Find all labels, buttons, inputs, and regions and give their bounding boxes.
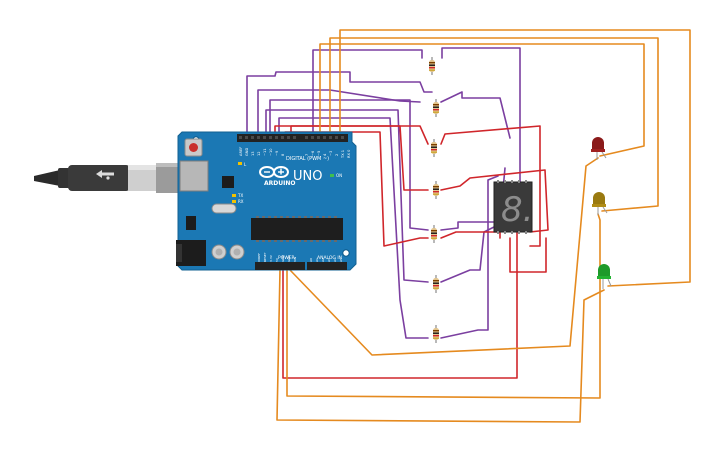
pin-label: TX 1 — [341, 150, 345, 159]
wire-orange[interactable] — [329, 37, 659, 212]
wire-red[interactable] — [440, 125, 541, 247]
wire-purple[interactable] — [265, 109, 429, 283]
resistor[interactable] — [429, 57, 435, 75]
pin-label: ~5 — [317, 151, 321, 156]
led-rx-label: RX — [238, 199, 244, 204]
board-brand: ARDUINO — [264, 180, 295, 187]
resistor[interactable] — [433, 325, 439, 343]
analog-label: ANALOG IN — [317, 255, 342, 261]
pin-label: 3.3V — [269, 254, 273, 262]
pin-label: GND — [287, 254, 291, 262]
led-l-label: L — [244, 162, 247, 167]
pin-label: A4 — [333, 258, 337, 262]
reset-button-icon[interactable] — [184, 138, 203, 157]
resistors — [429, 57, 439, 343]
pin-label: IOREF — [257, 253, 261, 262]
wire-orange[interactable] — [276, 269, 605, 423]
usb-cable-icon — [34, 163, 184, 193]
wire-orange[interactable] — [289, 157, 599, 356]
wire-orange[interactable] — [339, 29, 691, 287]
resistor[interactable] — [433, 275, 439, 293]
arduino-uno-board[interactable]: AREF GND 13 12 ~11 ~10 ~9 8 7 ~6 ~5 4 ~3… — [176, 131, 357, 271]
wires — [246, 29, 691, 423]
led-l — [238, 162, 242, 165]
pin-label: GND — [245, 148, 249, 156]
pin-label: 8 — [281, 153, 285, 156]
wire-orange[interactable] — [319, 43, 645, 157]
led-on — [330, 174, 334, 177]
pin-label: 7 — [305, 154, 309, 156]
pin-label: RX 0 — [347, 149, 351, 158]
seven-segment-display[interactable]: 8. — [493, 180, 533, 234]
pin-label: AREF — [239, 147, 243, 156]
usb-jack — [179, 160, 209, 192]
pin-label: RESET — [263, 252, 267, 262]
digital-header-label: DIGITAL (PWM ~) — [286, 156, 329, 162]
digital-header — [237, 134, 348, 142]
pin-label: A5 — [339, 258, 343, 262]
pin-label: 13 — [251, 151, 255, 156]
digital-pin-labels: AREF GND 13 12 ~11 ~10 ~9 8 7 ~6 ~5 4 ~3… — [239, 147, 351, 159]
crystal — [211, 203, 237, 214]
voltage-regulator — [186, 216, 196, 230]
display-digit: 8. — [501, 190, 533, 230]
resistor[interactable] — [431, 139, 437, 157]
resistor[interactable] — [433, 181, 439, 199]
power-header — [255, 262, 347, 270]
resistor[interactable] — [433, 99, 439, 117]
led-rx — [232, 200, 236, 203]
power-label: POWER — [278, 255, 295, 261]
pin-label: ~10 — [269, 148, 273, 156]
led-green[interactable] — [597, 264, 612, 289]
pin-label: ~6 — [311, 150, 315, 156]
pin-label: A2 — [321, 258, 325, 262]
pin-label: 2 — [335, 154, 339, 156]
wire-orange[interactable] — [286, 213, 601, 399]
pin-label: A0 — [309, 258, 313, 262]
pin-label: ~3 — [329, 151, 333, 156]
atmega-chip — [251, 218, 343, 240]
wire-red[interactable] — [440, 231, 501, 239]
wire-red[interactable] — [509, 237, 547, 273]
usb-chip — [222, 176, 234, 188]
resistor[interactable] — [431, 225, 437, 243]
wire-purple[interactable] — [269, 99, 429, 231]
board-model: UNO — [293, 169, 322, 184]
power-pin-labels: IOREF RESET 3.3V 5V GND GND VIN A0 A1 A2… — [257, 252, 343, 262]
mounting-hole — [342, 249, 350, 257]
wire-purple[interactable] — [440, 175, 499, 339]
wire-red[interactable] — [440, 169, 549, 233]
wire-purple[interactable] — [312, 49, 423, 143]
led-red[interactable] — [591, 137, 607, 160]
arduino-infinity-logo-icon — [259, 166, 289, 178]
pin-label: ~11 — [263, 148, 267, 156]
led-yellow[interactable] — [592, 192, 608, 215]
pin-label: ~9 — [275, 150, 279, 156]
pin-label: 4 — [323, 153, 327, 156]
wire-purple[interactable] — [246, 71, 433, 143]
wire-red[interactable] — [282, 231, 518, 379]
pin-label: GND — [281, 254, 285, 262]
wire-purple[interactable] — [441, 47, 521, 229]
pin-label: A3 — [327, 258, 331, 262]
pin-label: 5V — [275, 257, 279, 262]
led-tx-label: TX — [237, 193, 243, 198]
pin-label: 12 — [257, 151, 261, 156]
led-tx — [232, 194, 236, 197]
pin-label: VIN — [293, 257, 297, 262]
wire-purple[interactable] — [278, 117, 429, 339]
pin-label: A1 — [315, 258, 319, 262]
wire-purple[interactable] — [440, 91, 511, 139]
led-on-label: ON — [336, 173, 342, 178]
